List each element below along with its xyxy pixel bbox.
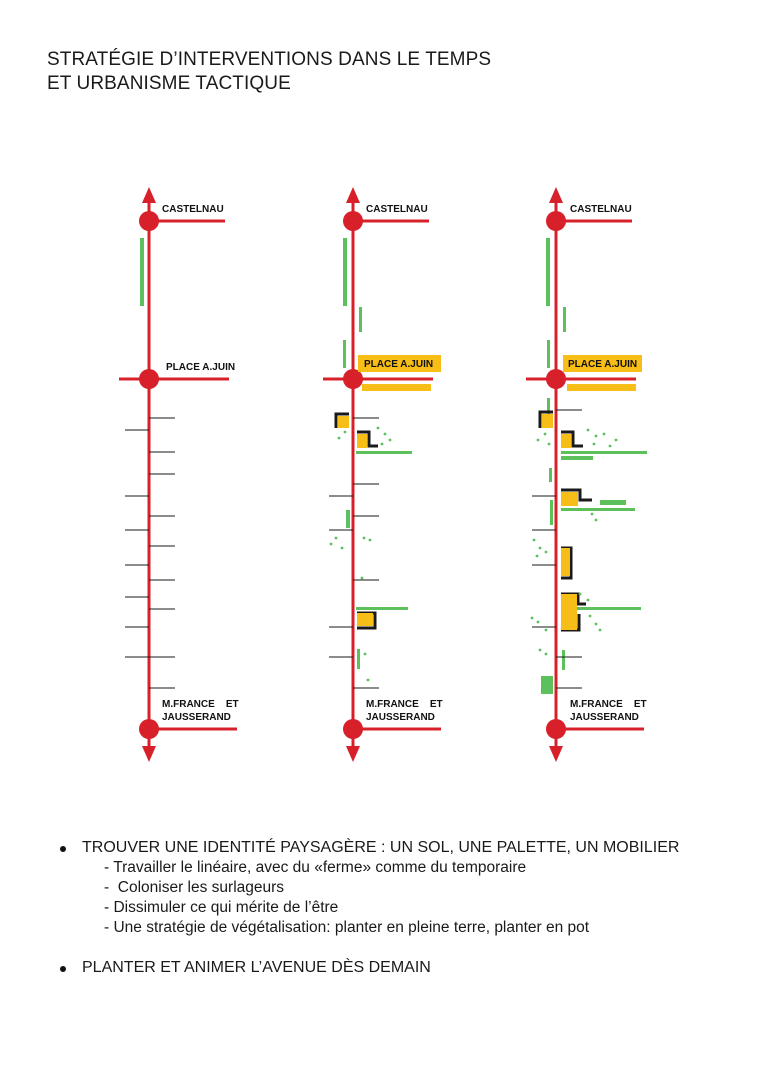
diagram-column-3: CASTELNAU PLACE A.JUIN M.FRANCE ET JAUSS…	[524, 185, 647, 764]
bullet-item-2: PLANTER ET ANIMER L’AVENUE DÈS DEMAIN	[60, 958, 679, 978]
intervention-diagram: CASTELNAU PLACE A.JUIN M.FRANCE ET JAUSS…	[117, 185, 647, 764]
label-bottom-line-2: JAUSSERAND	[366, 712, 435, 723]
label-bottom-line-1: M.FRANCE ET	[570, 699, 647, 710]
label-castelnau: CASTELNAU	[570, 204, 632, 215]
label-bottom-line-2: JAUSSERAND	[162, 712, 231, 723]
label-bottom-line-1: M.FRANCE ET	[366, 699, 443, 710]
sub-item: - Coloniser les surlageurs	[104, 879, 285, 896]
bullet-text: TROUVER UNE IDENTITÉ PAYSAGÈRE : UN SOL,…	[82, 839, 680, 856]
sub-item: - Travailler le linéaire, avec du «ferme…	[104, 859, 527, 876]
title-line-1: STRATÉGIE D’INTERVENTIONS DANS LE TEMPS	[47, 49, 492, 70]
label-place-juin: PLACE A.JUIN	[568, 359, 637, 370]
bullet-text: PLANTER ET ANIMER L’AVENUE DÈS DEMAIN	[82, 959, 431, 976]
label-place-juin: PLACE A.JUIN	[166, 362, 235, 373]
label-castelnau: CASTELNAU	[162, 204, 224, 215]
bullet-dot	[60, 966, 66, 972]
label-castelnau: CASTELNAU	[366, 204, 428, 215]
label-place-juin: PLACE A.JUIN	[364, 359, 433, 370]
diagram-column-2: CASTELNAU PLACE A.JUIN M.FRANCE ET JAUSS…	[321, 185, 443, 764]
label-bottom-line-2: JAUSSERAND	[570, 712, 639, 723]
sub-item: - Dissimuler ce qui mérite de l’être	[104, 899, 339, 916]
bullet-list: TROUVER UNE IDENTITÉ PAYSAGÈRE : UN SOL,…	[60, 838, 679, 978]
sub-item: - Une stratégie de végétalisation: plant…	[104, 919, 590, 936]
page-title: STRATÉGIE D’INTERVENTIONS DANS LE TEMPS …	[47, 48, 491, 96]
title-line-2: ET URBANISME TACTIQUE	[47, 73, 291, 94]
diagram-column-1: CASTELNAU PLACE A.JUIN M.FRANCE ET JAUSS…	[117, 185, 239, 764]
label-bottom-line-1: M.FRANCE ET	[162, 699, 239, 710]
bullet-item-1: TROUVER UNE IDENTITÉ PAYSAGÈRE : UN SOL,…	[60, 838, 679, 858]
bullet-dot	[60, 846, 66, 852]
